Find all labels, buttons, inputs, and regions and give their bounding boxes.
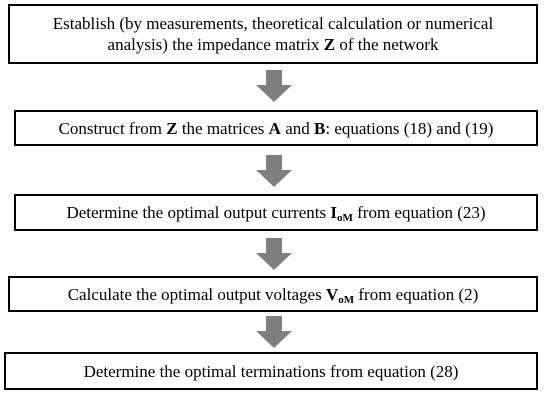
- flow-step-4-segment-4: from equation (2): [354, 284, 479, 304]
- down-arrow-1-icon: [256, 70, 292, 102]
- flow-step-5-text: Determine the optimal terminations from …: [84, 361, 459, 382]
- flow-step-5: Determine the optimal terminations from …: [4, 352, 538, 390]
- flow-step-1: Establish (by measurements, theoretical …: [8, 4, 538, 64]
- flow-step-4-segment-3: oM: [338, 293, 355, 306]
- flow-step-3-segment-2: I: [330, 203, 337, 222]
- flow-step-2-text: Construct from Z the matrices A and B: e…: [59, 118, 494, 139]
- down-arrow-3-icon: [256, 238, 292, 270]
- flow-step-2-segment-4: A: [268, 118, 281, 138]
- flow-step-2-segment-5: and: [280, 118, 314, 138]
- flow-step-3-text: Determine the optimal output currents Io…: [66, 202, 486, 224]
- flow-step-2-segment-1: Construct from: [58, 118, 167, 138]
- flow-step-2: Construct from Z the matrices A and B: e…: [14, 110, 538, 146]
- flow-step-4-segment-1: Calculate the optimal output voltages: [67, 284, 326, 304]
- flow-step-4-segment-2: V: [325, 284, 339, 304]
- flow-step-4: Calculate the optimal output voltages Vo…: [8, 276, 538, 312]
- flow-step-5-segment-1: Determine the optimal terminations from …: [83, 361, 459, 381]
- flow-step-1-segment-1: Establish (by measurements, theoretical …: [52, 14, 494, 33]
- flow-step-3-segment-3: oM: [336, 212, 353, 224]
- flow-step-2-segment-6: B: [314, 118, 326, 138]
- flow-step-2-segment-2: Z: [166, 118, 178, 138]
- flow-step-1-segment-5: of the network: [335, 35, 439, 54]
- flow-step-4-text: Calculate the optimal output voltages Vo…: [67, 284, 479, 306]
- flow-step-1-segment-4: Z: [323, 35, 336, 54]
- flow-step-1-segment-3: analysis) the impedance matrix: [107, 35, 324, 54]
- flow-step-1-text: Establish (by measurements, theoretical …: [53, 13, 493, 55]
- down-arrow-4-icon: [256, 316, 292, 348]
- flow-step-3: Determine the optimal output currents Io…: [14, 194, 538, 231]
- flow-step-3-segment-4: from equation (23): [352, 203, 486, 222]
- flow-step-3-segment-1: Determine the optimal output currents: [66, 203, 331, 222]
- flow-step-2-segment-7: : equations (18) and (19): [325, 118, 494, 138]
- down-arrow-2-icon: [256, 155, 292, 187]
- flow-step-2-segment-3: the matrices: [177, 118, 269, 138]
